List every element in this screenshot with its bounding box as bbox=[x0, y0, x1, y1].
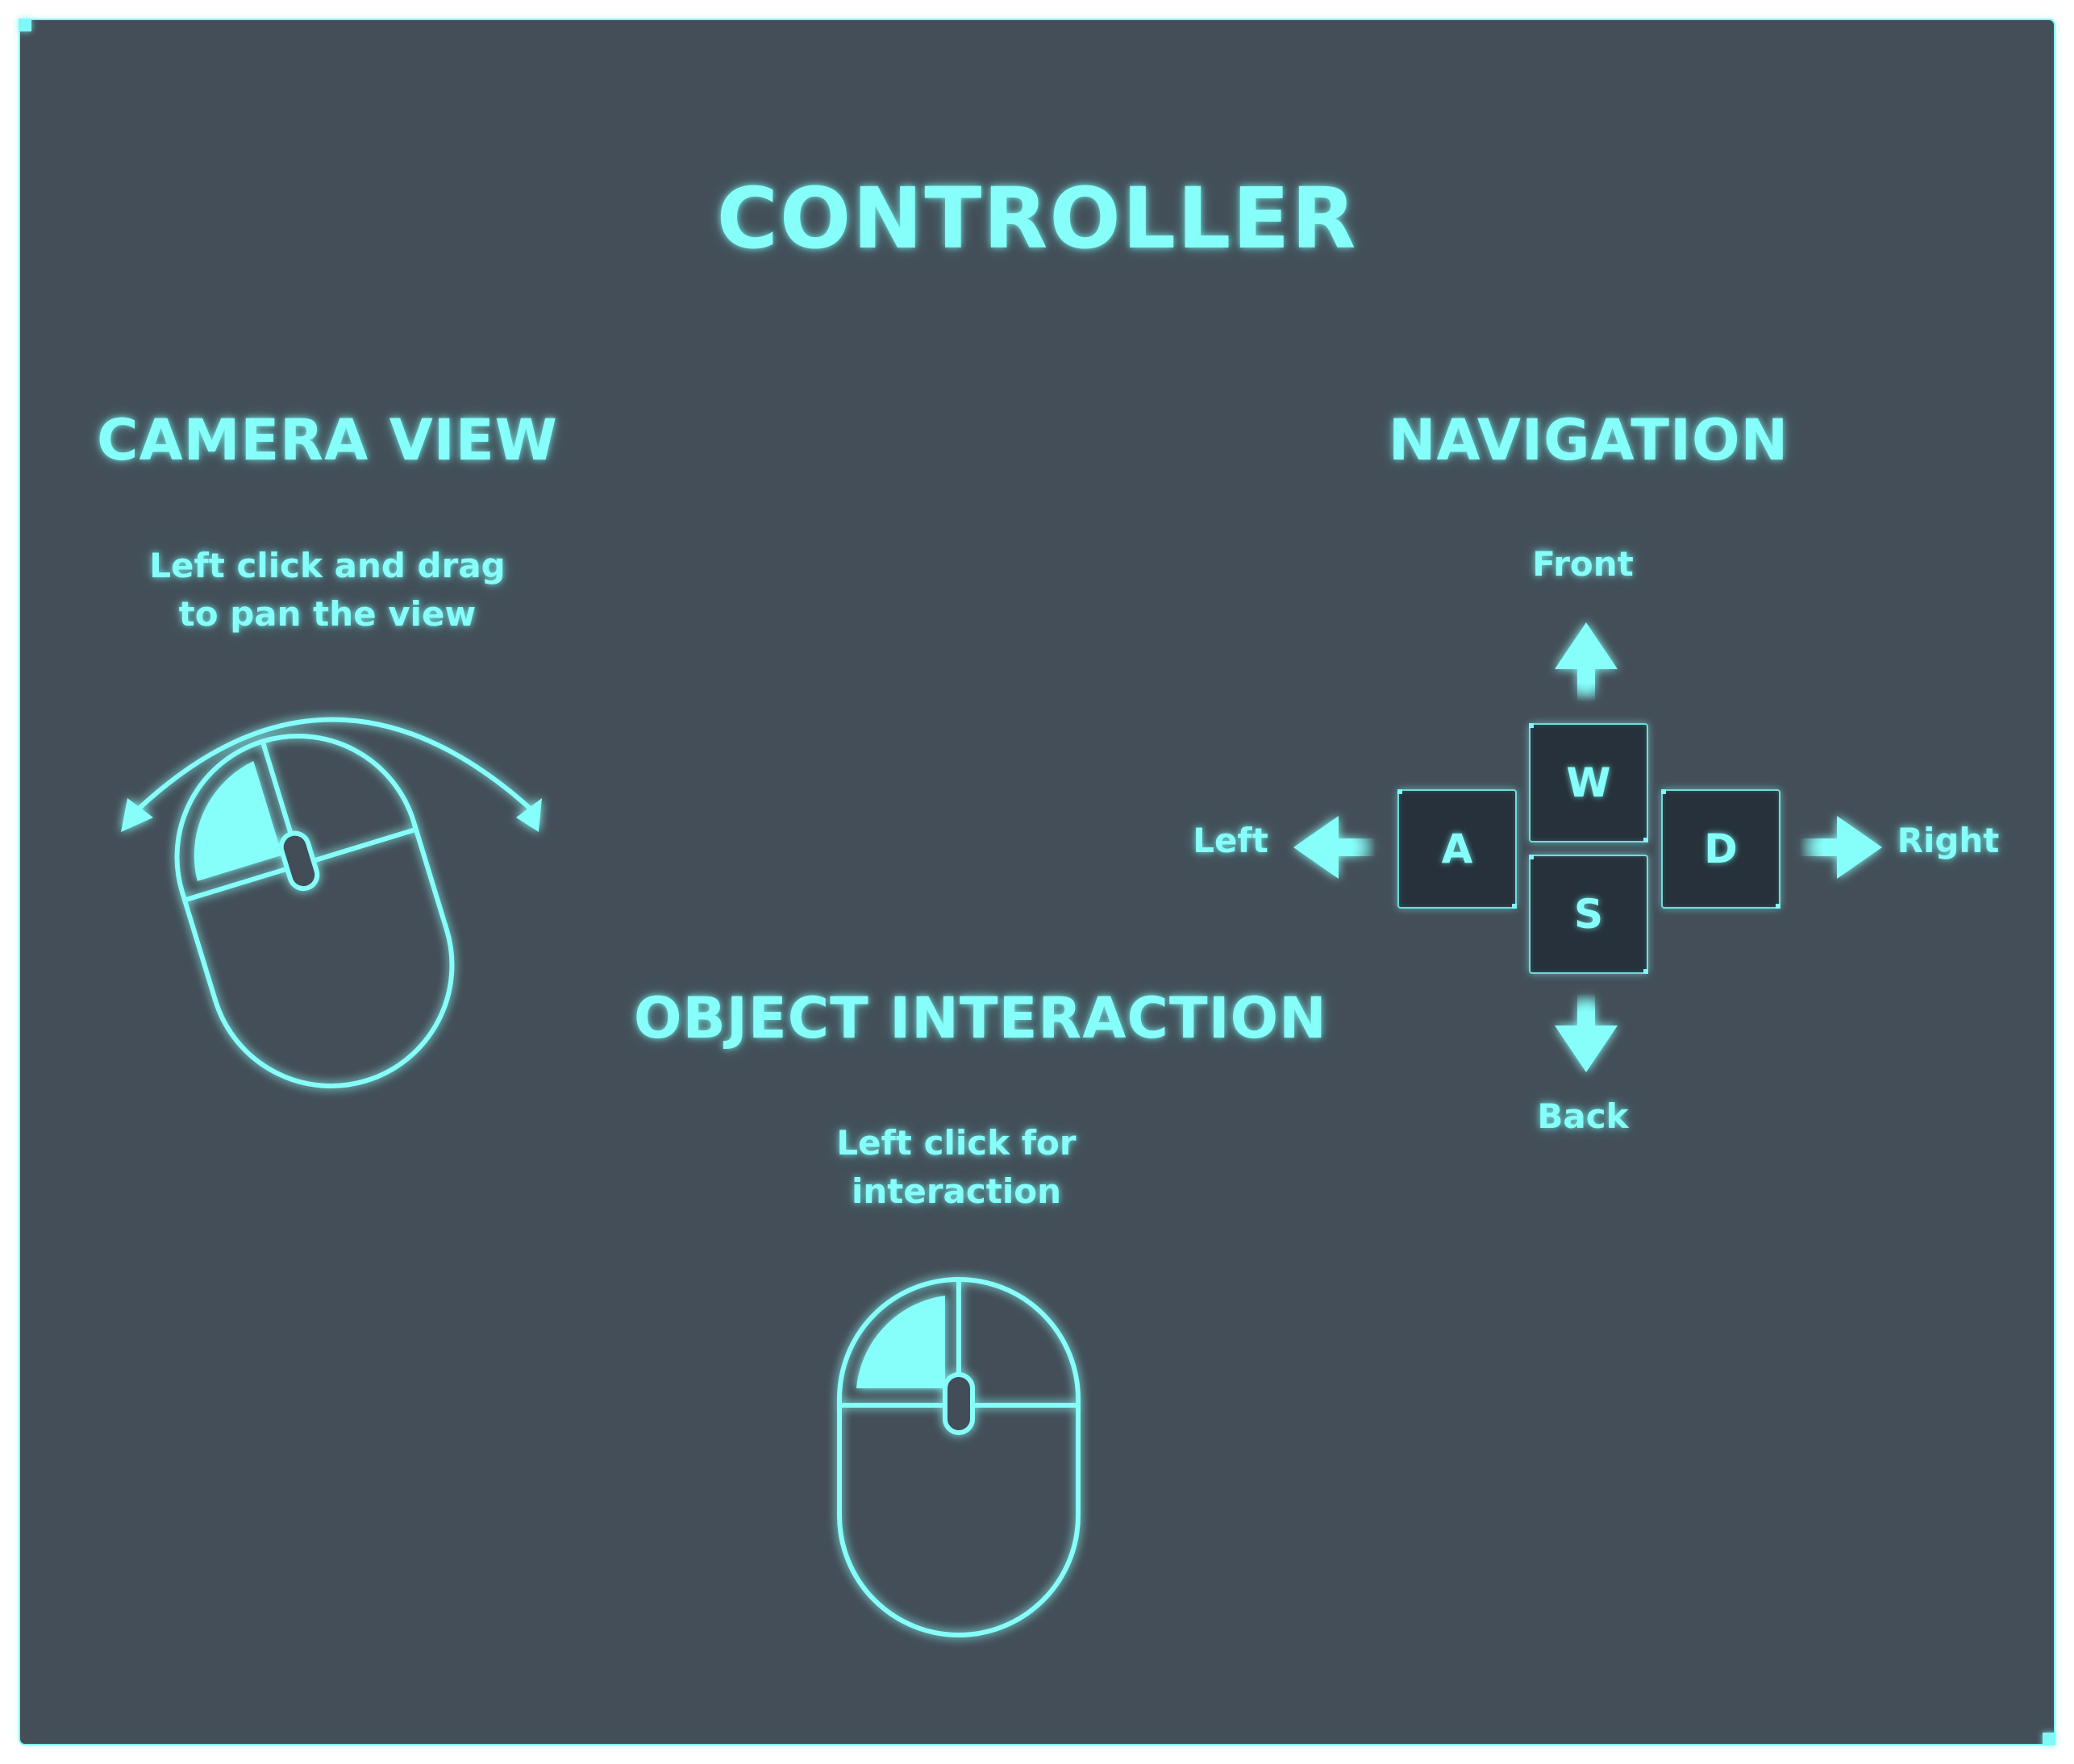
key-s: S bbox=[1529, 855, 1648, 974]
panel-corner-top-left bbox=[19, 19, 31, 31]
object-interaction-description: Left click for interaction bbox=[836, 1123, 1077, 1211]
navigation-heading: NAVIGATION bbox=[1388, 407, 1789, 473]
page-title: CONTROLLER bbox=[716, 169, 1358, 268]
object-interaction-heading: OBJECT INTERACTION bbox=[634, 985, 1327, 1051]
drag-arrow-right-icon bbox=[516, 798, 542, 832]
mouse-drag-icon bbox=[121, 717, 542, 1088]
key-d: D bbox=[1661, 789, 1780, 909]
direction-right-label: Right bbox=[1897, 821, 2000, 860]
key-w: W bbox=[1529, 723, 1648, 842]
arrow-down-icon bbox=[1555, 993, 1618, 1072]
direction-front-label: Front bbox=[1532, 544, 1634, 584]
direction-back-label: Back bbox=[1537, 1096, 1629, 1136]
camera-view-description: Left click and drag to pan the view bbox=[149, 546, 506, 634]
drag-arrow-left-icon bbox=[121, 798, 153, 832]
drag-arc bbox=[135, 717, 535, 813]
camera-view-heading: CAMERA VIEW bbox=[97, 407, 558, 473]
panel-corner-bottom-right bbox=[2043, 1733, 2055, 1745]
key-a: A bbox=[1397, 789, 1517, 909]
direction-left-label: Left bbox=[1193, 821, 1268, 860]
arrow-up-icon bbox=[1555, 622, 1618, 701]
arrow-right-icon bbox=[1800, 816, 1882, 879]
mouse-left-click-icon bbox=[837, 1277, 1081, 1637]
arrow-left-icon bbox=[1293, 816, 1376, 879]
